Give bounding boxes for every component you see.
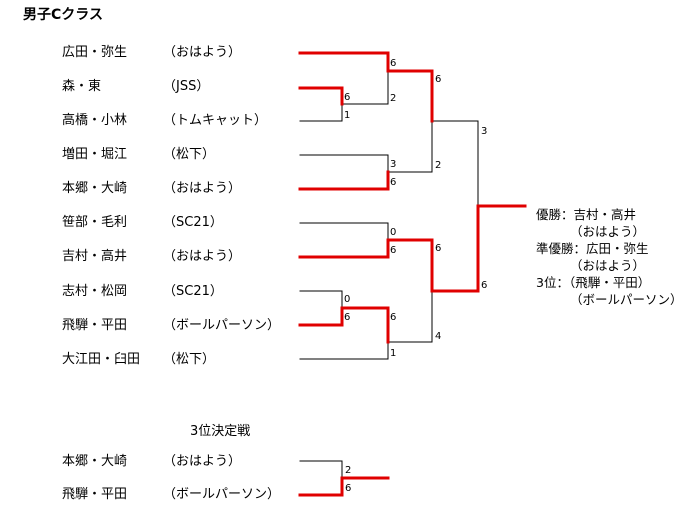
result-runner-up-club: （おはよう） — [570, 258, 646, 273]
score-r1a-top: 6 — [344, 92, 350, 103]
bracket-red-lines — [298, 51, 527, 497]
third-player-name-2: 飛騨・平田 — [62, 487, 128, 502]
score-r2c-bottom: 6 — [390, 245, 396, 256]
r2a-loser-line — [341, 70, 389, 105]
winner-path-hongo — [298, 170, 390, 191]
score-sf1-top: 6 — [435, 74, 441, 85]
player-club-1: （おはよう） — [163, 45, 242, 60]
result-third: 3位：（飛騨・平田） — [536, 275, 651, 290]
score-r2d-top: 6 — [390, 312, 396, 323]
result-champion: 優勝：吉村・高井 — [536, 207, 637, 222]
winner-path-hida — [298, 306, 390, 344]
third-place-title: 3位決定戦 — [190, 424, 251, 439]
player-club-10: （松下） — [163, 352, 216, 367]
score-final-top: 3 — [481, 126, 487, 137]
player-name-6: 笹部・毛利 — [62, 215, 128, 230]
score-r2a-top: 6 — [390, 58, 396, 69]
r1b-loser-line — [299, 290, 343, 309]
player-name-2: 森・東 — [62, 79, 102, 94]
player-name-3: 高橋・小林 — [62, 113, 128, 128]
score-r2d-bottom: 1 — [390, 348, 396, 359]
player-club-6: （SC21） — [163, 215, 223, 230]
r2d-loser-line — [299, 324, 389, 360]
score-r2b-bottom: 6 — [390, 177, 396, 188]
third-player-name-1: 本郷・大崎 — [62, 454, 128, 469]
score-final-bottom: 6 — [481, 280, 487, 291]
score-sf2-bottom: 4 — [435, 331, 441, 342]
sf1-loser-line — [387, 120, 433, 173]
player-name-5: 本郷・大崎 — [62, 181, 128, 196]
player-name-1: 広田・弥生 — [62, 45, 128, 60]
player-club-7: （おはよう） — [163, 249, 242, 264]
score-r1b-bottom: 6 — [344, 312, 350, 323]
score-r2b-top: 3 — [390, 159, 396, 170]
player-club-2: （JSS） — [163, 79, 210, 94]
sf2-loser-line — [387, 290, 433, 343]
player-club-5: （おはよう） — [163, 181, 242, 196]
bracket-black-lines — [299, 70, 479, 479]
result-runner-up: 準優勝：広田・弥生 — [536, 241, 649, 256]
player-club-3: （トムキャット） — [163, 113, 268, 128]
third-winner-path — [298, 476, 390, 497]
player-name-10: 大江田・臼田 — [62, 352, 141, 367]
page-title: 男子Cクラス — [23, 7, 103, 23]
player-club-4: （松下） — [163, 147, 216, 162]
player-name-7: 吉村・高井 — [62, 249, 128, 264]
score-third-bottom: 6 — [345, 483, 351, 494]
final-loser-line — [431, 120, 479, 207]
score-r2a-bottom: 2 — [390, 93, 396, 104]
player-club-9: （ボールパーソン） — [163, 318, 281, 333]
score-sf1-bottom: 2 — [435, 160, 441, 171]
r2c-loser-line — [299, 222, 389, 241]
third-player-club-1: （おはよう） — [163, 454, 242, 469]
result-third-club: （ボールパーソン） — [570, 292, 683, 307]
player-name-9: 飛騨・平田 — [62, 318, 128, 333]
player-club-8: （SC21） — [163, 284, 223, 299]
r1a-loser-line — [299, 87, 343, 122]
winner-path-yoshimura — [298, 204, 527, 293]
score-r1a-bottom: 1 — [344, 110, 350, 121]
winner-path-hiroda — [298, 51, 434, 123]
player-name-8: 志村・松岡 — [62, 284, 128, 299]
third-player-club-2: （ボールパーソン） — [163, 487, 281, 502]
score-r1b-top: 0 — [344, 294, 350, 305]
r2b-loser-line — [299, 154, 389, 173]
result-champion-club: （おはよう） — [570, 224, 646, 239]
player-name-4: 増田・堀江 — [62, 147, 128, 162]
score-r2c-top: 0 — [390, 227, 396, 238]
score-third-top: 2 — [345, 465, 351, 476]
third-loser-line — [299, 460, 343, 479]
score-sf2-top: 6 — [435, 243, 441, 254]
